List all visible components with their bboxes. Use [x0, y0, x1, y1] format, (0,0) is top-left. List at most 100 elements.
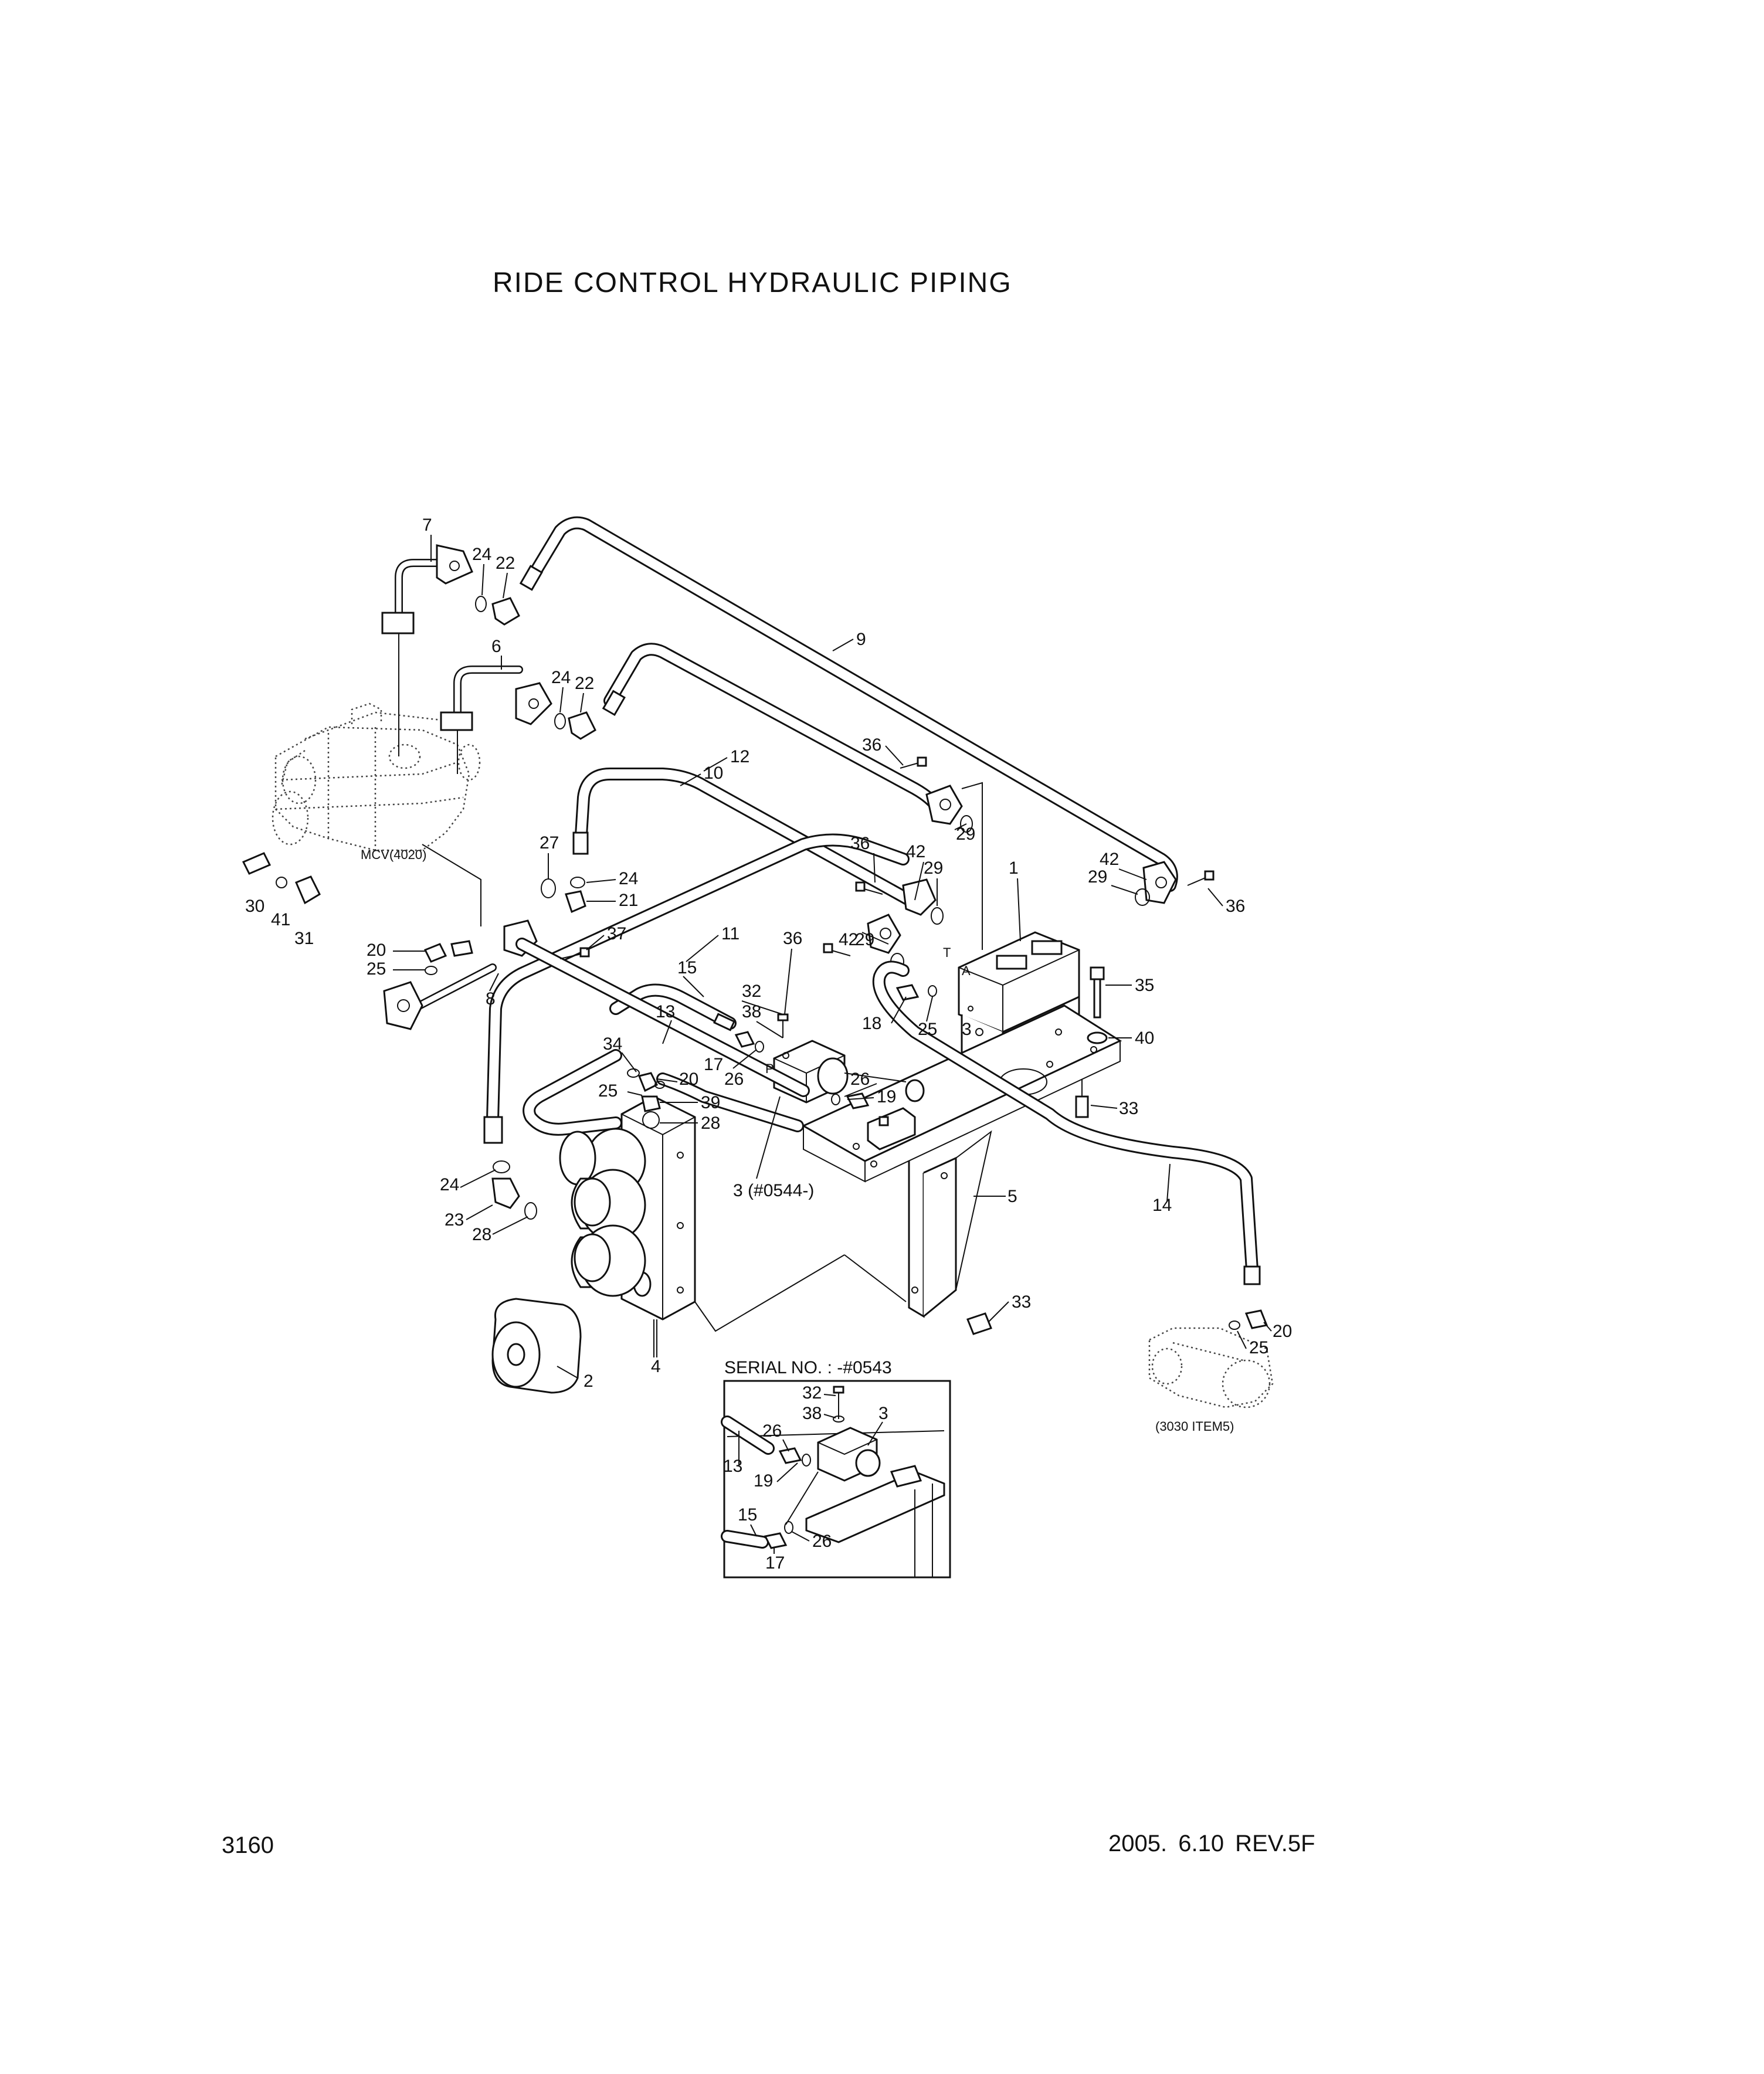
callout: 35	[1135, 976, 1154, 995]
bolt-33-set	[966, 1079, 1089, 1335]
callout: 36	[1226, 897, 1245, 916]
callout: 20	[367, 941, 386, 960]
callout: 33	[1012, 1292, 1031, 1312]
callout: 18	[862, 1014, 881, 1033]
fitting-30-41-31	[242, 852, 321, 905]
callout: 7	[422, 515, 432, 535]
inset-callout: 17	[765, 1553, 785, 1573]
callout: 20	[679, 1070, 698, 1089]
date-revision: 2005. 6.10 REV.5F	[1108, 1831, 1315, 1856]
callout-labels: 7 24 22 9 6 24 22 12 10 36 29 36 42 29 1…	[245, 515, 1292, 1391]
inset-callout: 26	[762, 1421, 782, 1441]
inset-header: SERIAL NO. : -#0543	[724, 1358, 892, 1377]
callout: 24	[472, 545, 491, 564]
callout: 29	[924, 858, 943, 878]
inset-serial-0543: SERIAL NO. : -#0543 32 38 3 26 13 19 15	[721, 1358, 951, 1579]
inset-callout: 3	[878, 1404, 888, 1423]
page-title: RIDE CONTROL HYDRAULIC PIPING	[493, 267, 1012, 298]
port-a-label: A	[962, 963, 971, 978]
inset-callout: 19	[754, 1471, 773, 1491]
callout: 25	[918, 1020, 937, 1039]
callout: 22	[575, 674, 594, 693]
page-number: 3160	[222, 1832, 274, 1858]
callout-leaders	[393, 535, 1272, 1379]
hose-12	[602, 643, 945, 816]
callout: 2	[584, 1372, 593, 1391]
callout: 23	[445, 1210, 464, 1230]
accumulator-2	[571, 1169, 646, 1241]
pipe-7	[381, 544, 473, 634]
callout: 40	[1135, 1028, 1154, 1048]
fitting-27-21-24	[541, 877, 586, 914]
pipe-6	[440, 666, 552, 731]
inset-callout: 26	[812, 1532, 832, 1551]
callout: 32	[742, 982, 761, 1001]
callout: 28	[472, 1225, 491, 1244]
callout: 19	[877, 1087, 896, 1106]
callout: 13	[656, 1002, 675, 1021]
inset-callout: 32	[802, 1383, 822, 1403]
hose-11	[483, 833, 910, 1144]
callout: 39	[701, 1093, 720, 1112]
flange-42-right	[1135, 861, 1177, 906]
callout: 24	[440, 1175, 459, 1194]
phantom-lines	[398, 633, 1080, 1357]
flange-42-upper	[925, 785, 973, 833]
callout: 24	[619, 869, 638, 888]
callout: 24	[551, 668, 571, 687]
callout: 10	[704, 763, 723, 783]
mcv-reference-label: MCV(4020)	[361, 847, 426, 862]
callout: 36	[850, 834, 870, 853]
callout: 26	[850, 1070, 870, 1089]
callout: 5	[1007, 1187, 1017, 1206]
bolt-36-set	[823, 756, 1215, 956]
bracket-plate-5	[801, 1004, 1122, 1318]
callout: 36	[862, 735, 881, 755]
inset-callout: 15	[738, 1505, 757, 1525]
callout: 12	[730, 747, 749, 766]
callout: 41	[271, 910, 290, 929]
fittings-center	[627, 984, 937, 1112]
callout: 42	[1100, 850, 1119, 869]
fitting-23-elbow	[491, 1160, 537, 1220]
callout: 29	[1088, 867, 1107, 887]
callout: 36	[783, 929, 802, 948]
inset-callout: 38	[802, 1404, 822, 1423]
callout: 29	[855, 930, 874, 949]
hose-15	[609, 983, 737, 1031]
callout: 27	[540, 833, 559, 853]
inset-callout: 13	[723, 1457, 742, 1476]
callout: 11	[721, 924, 739, 943]
pipe-8	[383, 919, 810, 1097]
flange-42-middle	[867, 878, 944, 970]
callout: 31	[294, 929, 314, 948]
callout: 9	[856, 630, 866, 649]
callout: 20	[1273, 1322, 1292, 1341]
mcv-valve-outline	[272, 702, 481, 851]
callout: 34	[603, 1034, 622, 1054]
hose-10	[572, 768, 921, 909]
callout: 26	[724, 1070, 744, 1089]
callout: 38	[742, 1002, 761, 1021]
callout: 33	[1119, 1099, 1138, 1118]
callout: 37	[607, 924, 626, 943]
callout: 25	[1249, 1338, 1268, 1357]
callout: 1	[1009, 858, 1019, 878]
callout: 21	[619, 891, 638, 910]
fitting-20-25-left	[423, 940, 473, 975]
callout: 42	[839, 930, 858, 949]
hose-13	[523, 1049, 622, 1136]
callout: 8	[486, 989, 496, 1009]
callout: 3	[962, 1020, 972, 1039]
accumulator-2-separate	[491, 1298, 582, 1394]
serial-variant-label: 3 (#0544-)	[733, 1181, 814, 1200]
callout: 25	[367, 959, 386, 979]
port-t-label: T	[943, 945, 951, 960]
callout: 6	[491, 637, 501, 656]
accumulator-3	[571, 1224, 646, 1297]
item5-outline	[1148, 1309, 1274, 1408]
callout: 22	[496, 554, 515, 573]
callout: 4	[651, 1357, 661, 1376]
port-p-label: P	[765, 1061, 774, 1076]
